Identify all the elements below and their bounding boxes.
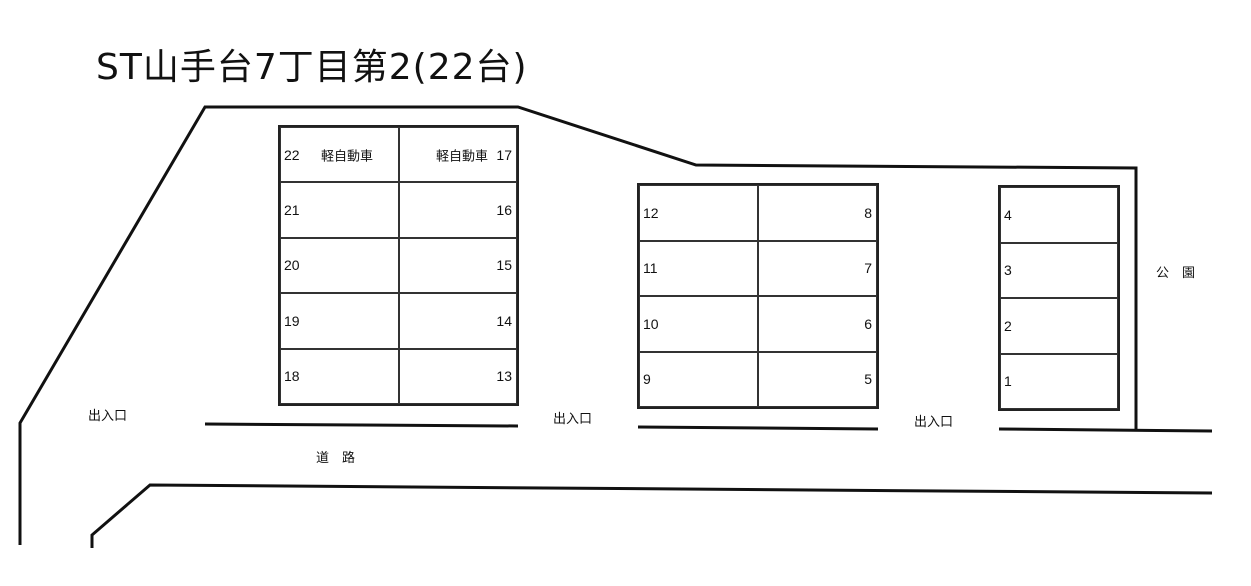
- parking-space[interactable]: 12: [639, 185, 758, 241]
- space-number: 15: [496, 257, 512, 274]
- space-number: 5: [864, 371, 872, 388]
- space-number: 18: [284, 368, 300, 385]
- space-number: 20: [284, 257, 300, 274]
- parking-space[interactable]: 8: [758, 185, 877, 241]
- parking-space[interactable]: 11: [639, 240, 758, 296]
- park-label: 公 園: [1156, 266, 1196, 281]
- space-number: 11: [643, 260, 658, 277]
- space-number: 21: [284, 202, 300, 219]
- parking-space[interactable]: 21: [280, 182, 399, 238]
- space-number: 10: [643, 315, 659, 332]
- space-number: 4: [1004, 206, 1012, 223]
- parking-space[interactable]: 3: [1000, 242, 1118, 298]
- curb-segment-2: [637, 425, 879, 431]
- parking-space[interactable]: 15: [398, 237, 517, 294]
- space-number: 8: [864, 204, 872, 221]
- space-number: 7: [864, 260, 872, 277]
- curb-segment-3: [998, 427, 1213, 433]
- parking-space[interactable]: 6: [758, 296, 877, 352]
- parking-space[interactable]: 2: [1000, 298, 1118, 354]
- curb-segment-1: [204, 422, 519, 428]
- page-title: ST山手台7丁目第2(22台): [96, 47, 528, 88]
- parking-block-a: 22 軽自動車 21 20 19 18 軽自動車 17 16 15 14 13: [278, 125, 519, 406]
- parking-block-b: 12 11 10 9 8 7 6 5: [637, 183, 879, 409]
- road-far-edge: [90, 483, 1213, 548]
- parking-space[interactable]: 19: [280, 293, 399, 349]
- parking-space[interactable]: 16: [398, 182, 517, 238]
- entrance-label-1: 出入口: [88, 409, 128, 424]
- space-number: 22: [284, 146, 300, 163]
- space-number: 12: [643, 204, 659, 221]
- space-number: 14: [496, 312, 512, 329]
- kei-car-note: 軽自動車: [321, 149, 374, 165]
- parking-space[interactable]: 18: [280, 348, 399, 404]
- space-number: 2: [1004, 317, 1012, 334]
- space-number: 13: [496, 368, 512, 385]
- parking-space[interactable]: 9: [639, 351, 758, 407]
- parking-space[interactable]: 10: [639, 296, 758, 352]
- space-number: 3: [1004, 262, 1012, 279]
- lot-boundary: [18, 105, 1138, 545]
- parking-space[interactable]: 7: [758, 240, 877, 296]
- entrance-label-3: 出入口: [914, 415, 954, 430]
- parking-space[interactable]: 1: [1000, 353, 1118, 409]
- parking-space[interactable]: 22 軽自動車: [280, 127, 399, 183]
- space-number: 17: [496, 146, 512, 163]
- space-number: 19: [284, 312, 300, 329]
- parking-space[interactable]: 4: [1000, 187, 1118, 243]
- parking-space[interactable]: 14: [398, 293, 517, 349]
- space-number: 1: [1004, 373, 1012, 390]
- parking-space[interactable]: 軽自動車 17: [398, 127, 517, 183]
- parking-block-c: 4 3 2 1: [998, 185, 1120, 411]
- space-number: 16: [496, 202, 512, 219]
- space-number: 9: [643, 371, 651, 388]
- road-label: 道 路: [316, 451, 356, 466]
- parking-space[interactable]: 13: [398, 348, 517, 404]
- kei-car-note: 軽自動車: [435, 149, 488, 165]
- parking-space[interactable]: 5: [758, 351, 877, 407]
- entrance-label-2: 出入口: [553, 412, 593, 427]
- parking-space[interactable]: 20: [280, 237, 399, 294]
- space-number: 6: [864, 315, 872, 332]
